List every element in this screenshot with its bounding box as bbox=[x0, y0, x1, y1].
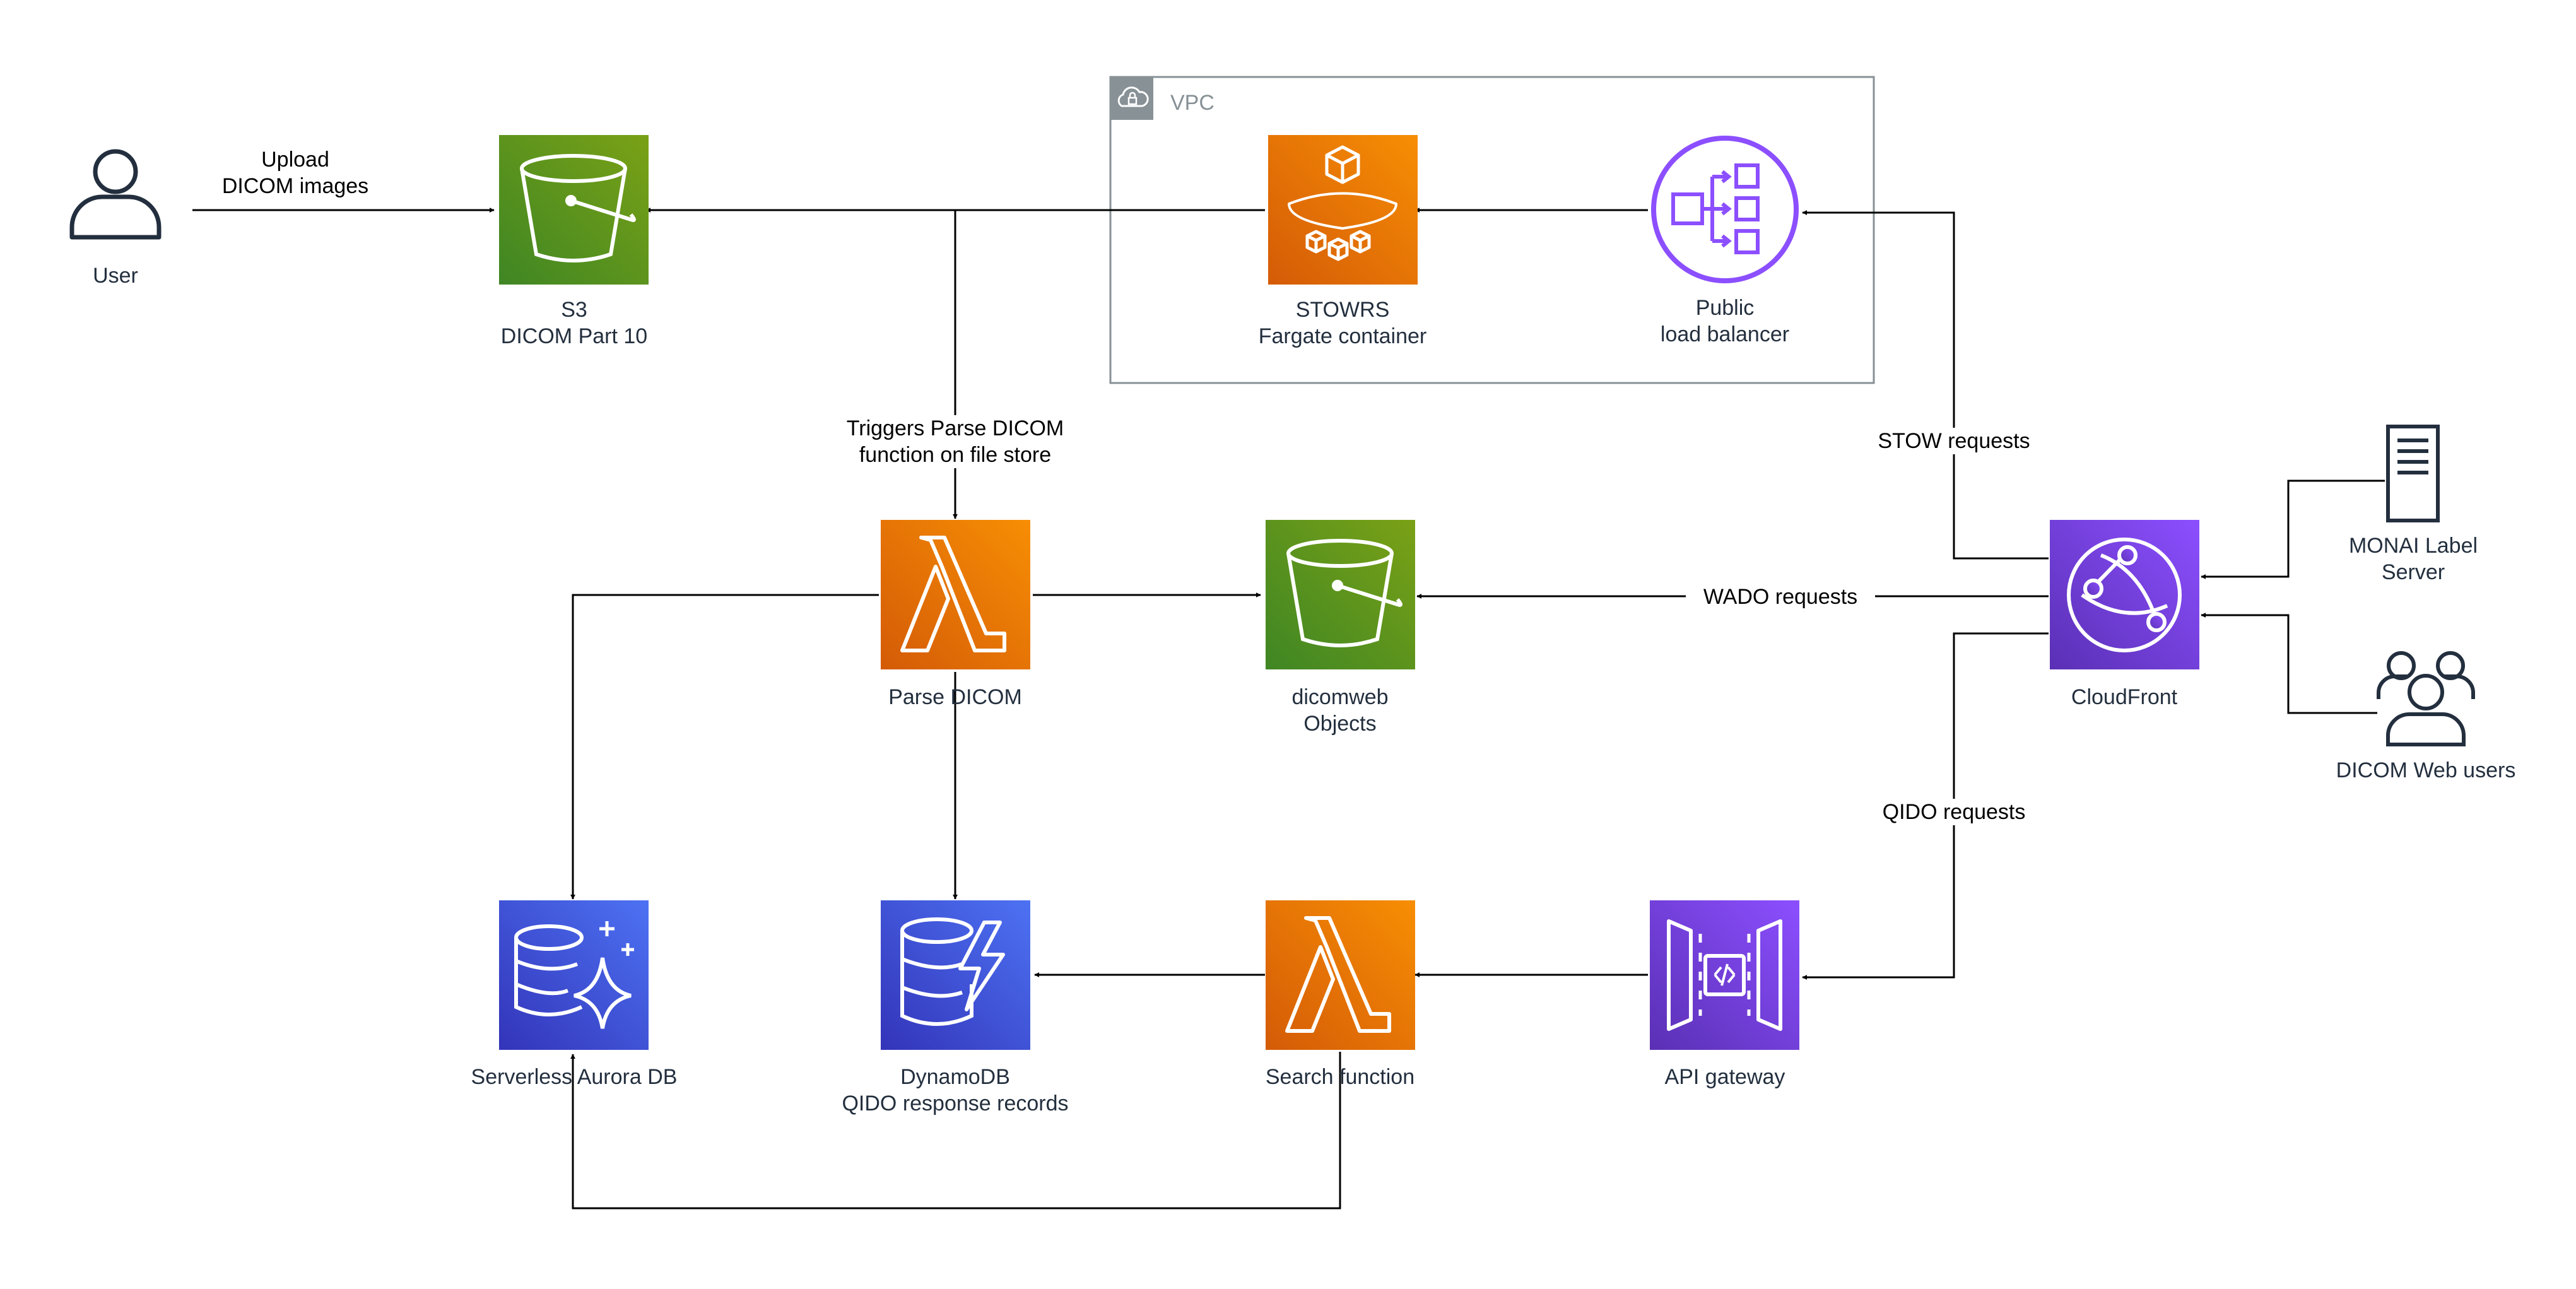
node-stowrs-label: STOWRS Fargate container bbox=[1258, 298, 1427, 348]
edge-cloudfront-to-lb bbox=[1802, 210, 2049, 560]
node-dynamo-label: DynamoDB QIDO response records bbox=[842, 1065, 1069, 1115]
edge-wado-label: WADO requests bbox=[1686, 584, 1875, 610]
user-icon bbox=[69, 149, 162, 240]
node-search-label: Search function bbox=[1265, 1065, 1415, 1089]
edge-qido-label: QIDO requests bbox=[1859, 799, 2049, 825]
edge-parse-to-aurora bbox=[570, 594, 879, 900]
node-user-label: User bbox=[93, 264, 138, 288]
node-lb-label: Public load balancer bbox=[1660, 296, 1790, 346]
node-monai-label: MONAI Label Server bbox=[2348, 534, 2478, 584]
edge-monai-to-cloudfront bbox=[2201, 480, 2385, 579]
fargate-icon bbox=[1268, 135, 1418, 285]
s3-bucket-icon bbox=[1266, 520, 1415, 669]
edge-search-to-aurora bbox=[570, 1052, 1341, 1210]
cloudfront-icon bbox=[2050, 520, 2199, 669]
lambda-icon bbox=[1266, 900, 1415, 1050]
node-parse-label: Parse DICOM bbox=[888, 685, 1022, 709]
edge-stow-label: STOW requests bbox=[1859, 428, 2049, 454]
node-aurora-label: Serverless Aurora DB bbox=[471, 1065, 678, 1089]
aurora-icon bbox=[499, 900, 649, 1050]
edge-webusers-to-cloudfront bbox=[2201, 613, 2377, 714]
server-icon bbox=[2386, 425, 2440, 522]
vpc-cloud-lock-icon bbox=[1110, 77, 1153, 120]
edges bbox=[192, 208, 2385, 1210]
node-cloudfront-label: CloudFront bbox=[2071, 685, 2178, 709]
vpc-group bbox=[1109, 76, 1875, 384]
edge-upload-label: Upload DICOM images bbox=[221, 148, 369, 198]
edge-triggers-label: Triggers Parse DICOM function on file st… bbox=[797, 415, 1113, 468]
load-balancer-icon bbox=[1651, 136, 1799, 283]
node-s3-label: S3 DICOM Part 10 bbox=[500, 298, 648, 348]
s3-bucket-icon bbox=[499, 135, 649, 285]
vpc-label: VPC bbox=[1170, 91, 1214, 115]
api-gateway-icon bbox=[1650, 900, 1799, 1050]
node-objects-label: dicomweb Objects bbox=[1291, 685, 1389, 736]
users-icon bbox=[2377, 651, 2475, 746]
dynamodb-icon bbox=[881, 900, 1030, 1050]
lambda-icon bbox=[881, 520, 1030, 669]
node-webusers-label: DICOM Web users bbox=[2336, 758, 2516, 782]
node-apigw-label: API gateway bbox=[1664, 1065, 1785, 1089]
